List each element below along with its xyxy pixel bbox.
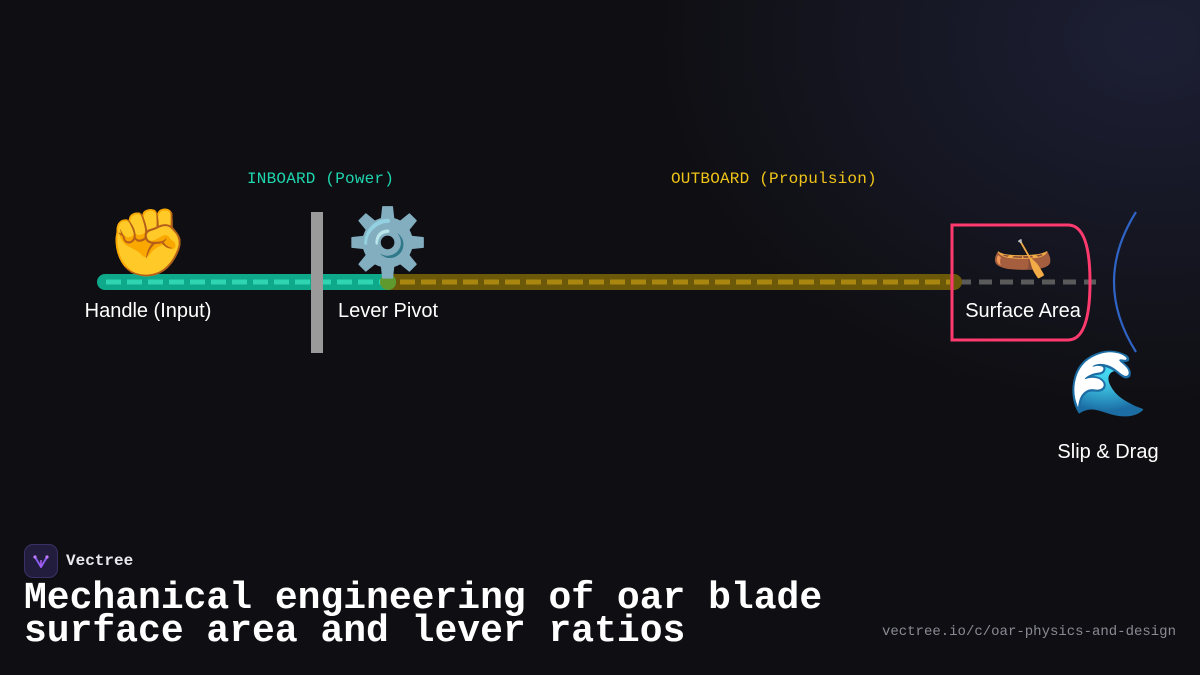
raised-fist-icon: ✊ <box>106 204 190 281</box>
brand-name: Vectree <box>66 552 134 570</box>
pivot-junction-dot <box>380 274 396 290</box>
blade-highlight-box <box>950 223 1092 342</box>
canoe-icon: 🛶 <box>991 222 1055 280</box>
surface-area-label: Surface Area <box>965 300 1081 322</box>
lever-pivot-label: Lever Pivot <box>337 300 439 322</box>
inboard-zone-label: INBOARD (Power) <box>247 170 395 188</box>
title-line-2: surface area and lever ratios <box>24 610 686 653</box>
water-resistance-arc <box>1113 211 1137 353</box>
page-title: Mechanical engineering of oar blade surf… <box>24 580 844 651</box>
fulcrum-bar <box>311 212 323 353</box>
vectree-logo-icon <box>24 544 58 578</box>
source-url: vectree.io/c/oar-physics-and-design <box>881 624 1176 640</box>
handle-label: Handle (Input) <box>84 300 212 322</box>
gear-icon: ⚙️ <box>346 204 430 281</box>
slip-drag-label: Slip & Drag <box>1057 441 1159 463</box>
outboard-zone-label: OUTBOARD (Propulsion) <box>671 170 877 188</box>
title-line-1: Mechanical engineering of oar blade <box>24 577 823 620</box>
water-wave-icon: 🌊 <box>1068 347 1148 421</box>
brand: Vectree <box>24 544 133 578</box>
